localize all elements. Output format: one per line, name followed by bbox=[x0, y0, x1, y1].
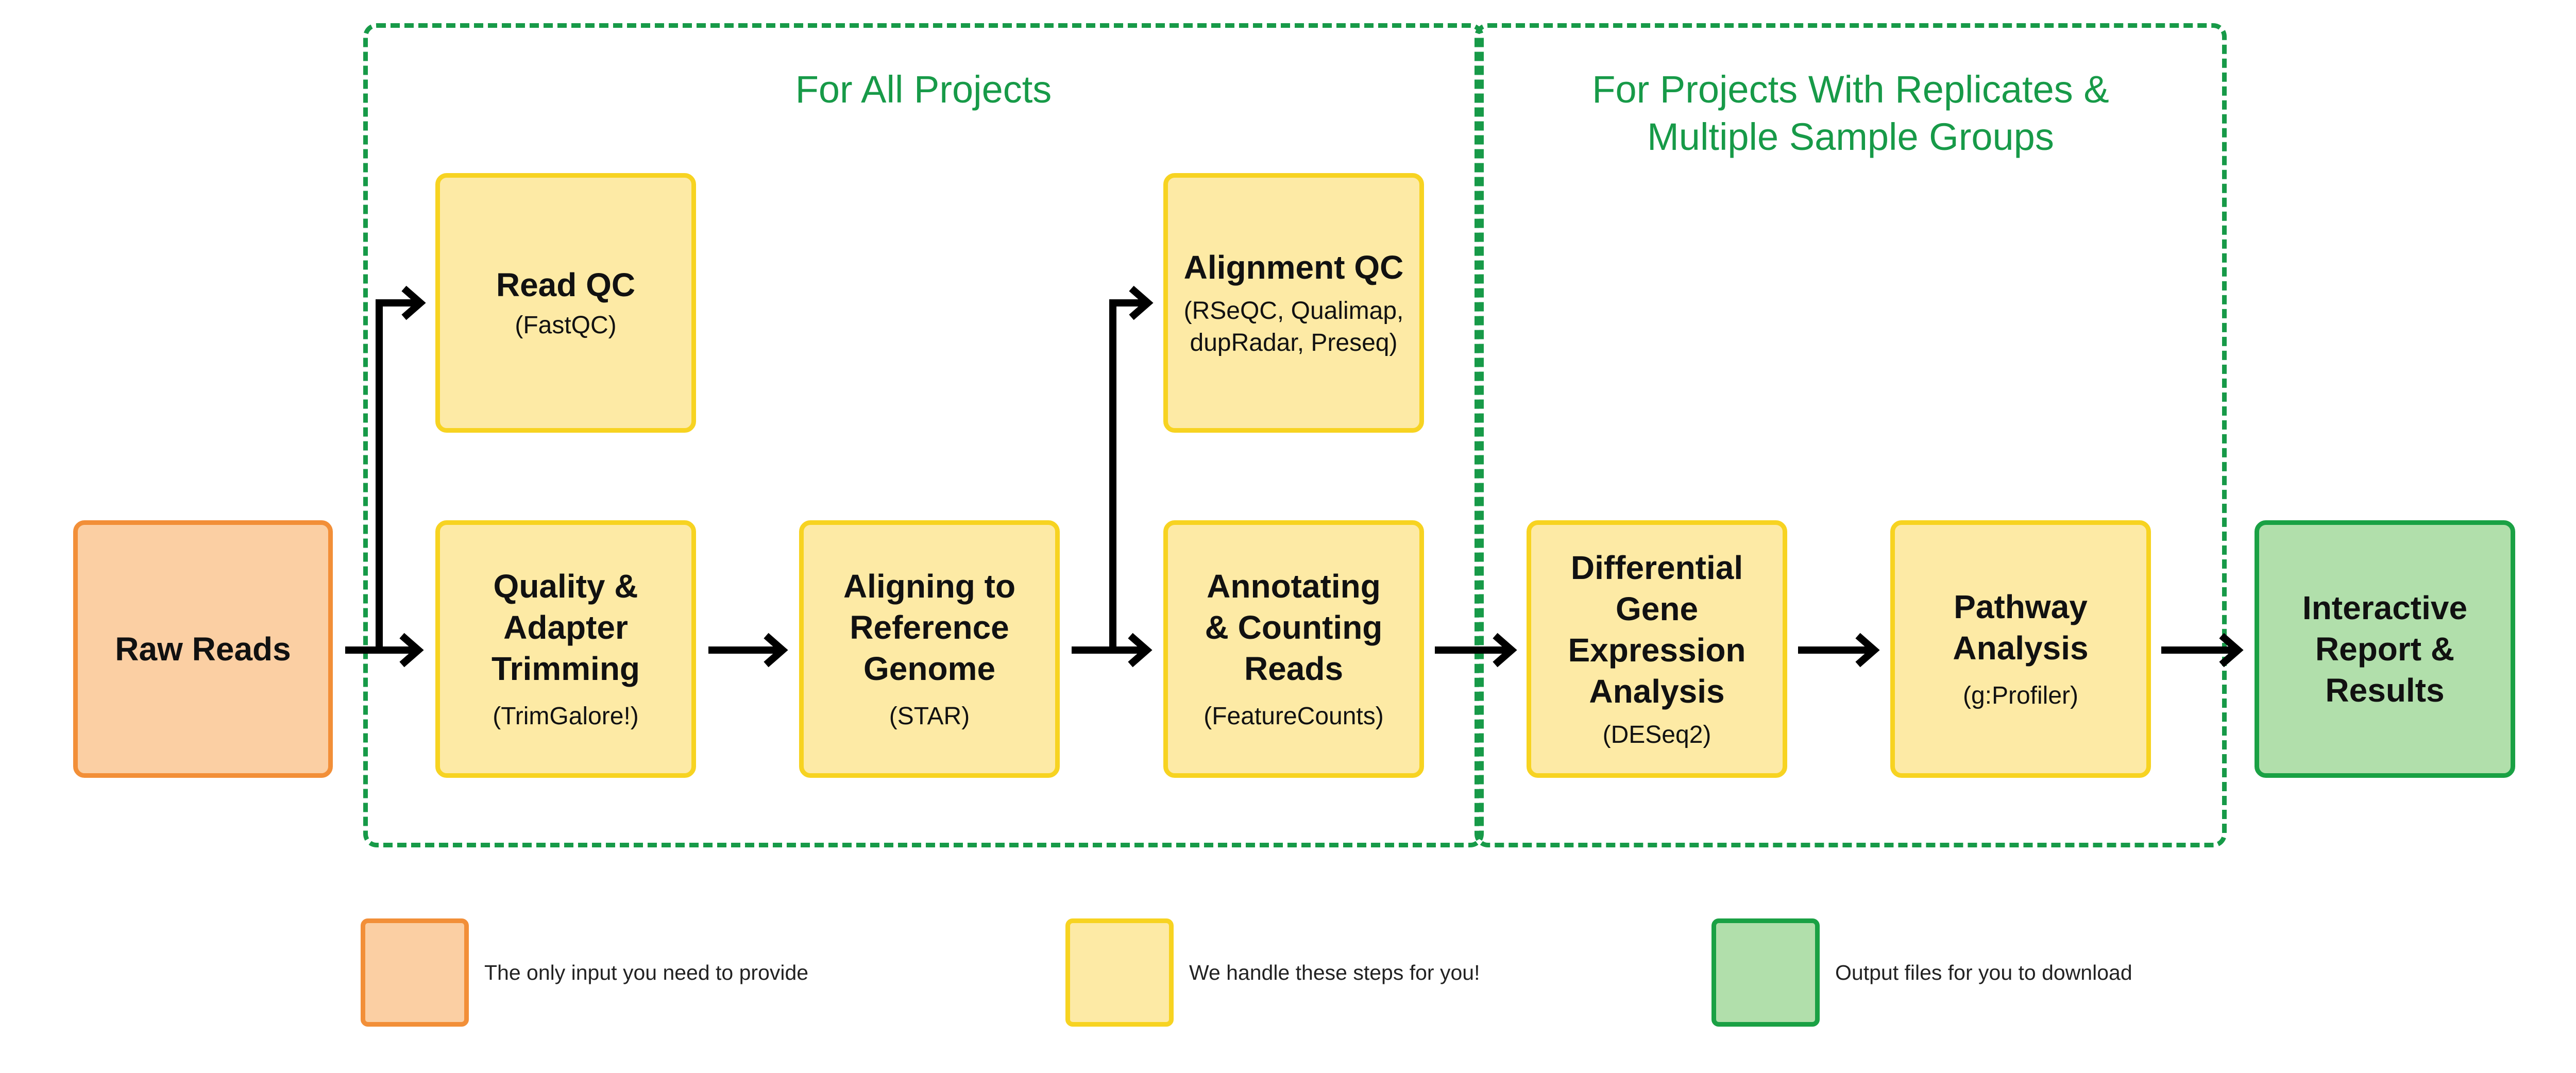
node-read-qc-tool: (FastQC) bbox=[515, 312, 617, 339]
region-all-projects-title: For All Projects bbox=[795, 68, 1052, 111]
legend-steps-swatch bbox=[1065, 918, 1174, 1027]
legend-output-swatch bbox=[1711, 918, 1820, 1027]
node-alignment-qc-title: Alignment QC bbox=[1183, 249, 1404, 286]
arrowhead-raw-to-trimming bbox=[399, 633, 424, 668]
node-trimming-title: Quality & Adapter Trimming bbox=[491, 568, 640, 687]
node-annotating-tool: (FeatureCounts) bbox=[1204, 703, 1384, 730]
node-dge: Differential Gene Expression Analysis (D… bbox=[1527, 520, 1787, 778]
arrowhead-raw-to-readqc bbox=[401, 285, 426, 320]
node-aligning-title: Aligning to Reference Genome bbox=[843, 568, 1016, 687]
arrowhead-trimming-to-aligning bbox=[764, 633, 788, 668]
node-dge-tool: (DESeq2) bbox=[1602, 721, 1711, 748]
arrowhead-dge-to-pathway bbox=[1855, 633, 1880, 668]
node-alignment-qc-tools: (RSeQC, Qualimap, dupRadar, Preseq) bbox=[1183, 297, 1404, 356]
arrow-aligning-to-alignmentqc bbox=[1109, 299, 1146, 650]
node-trimming: Quality & Adapter Trimming (TrimGalore!) bbox=[435, 520, 696, 778]
node-pathway-title: Pathway Analysis bbox=[1953, 588, 2089, 667]
region-replicates bbox=[1475, 23, 2227, 847]
node-pathway-tool: (g:Profiler) bbox=[1962, 682, 2079, 709]
node-raw-reads-title: Raw Reads bbox=[115, 631, 291, 668]
node-pathway: Pathway Analysis (g:Profiler) bbox=[1890, 520, 2151, 778]
region-replicates-title: For Projects With Replicates & Multiple … bbox=[1592, 68, 2109, 158]
arrow-raw-to-readqc bbox=[376, 299, 418, 650]
node-aligning: Aligning to Reference Genome (STAR) bbox=[799, 520, 1060, 778]
node-alignment-qc: Alignment QC (RSeQC, Qualimap, dupRadar,… bbox=[1163, 173, 1424, 433]
node-trimming-tool: (TrimGalore!) bbox=[493, 703, 639, 730]
node-raw-reads: Raw Reads bbox=[73, 520, 333, 778]
arrowhead-annotating-to-dge bbox=[1493, 633, 1517, 668]
region-all-projects bbox=[363, 23, 1484, 847]
legend-input-label: The only input you need to provide bbox=[484, 961, 809, 984]
arrowhead-pathway-to-report bbox=[2219, 633, 2244, 668]
node-annotating: Annotating & Counting Reads (FeatureCoun… bbox=[1163, 520, 1424, 778]
legend-steps-label: We handle these steps for you! bbox=[1189, 961, 1480, 984]
legend-output-label: Output files for you to download bbox=[1835, 961, 2132, 984]
node-report-title: Interactive Report & Results bbox=[2302, 589, 2468, 709]
node-report: Interactive Report & Results bbox=[2255, 520, 2515, 778]
node-annotating-title: Annotating & Counting Reads bbox=[1205, 568, 1383, 687]
legend-input-swatch bbox=[361, 918, 469, 1027]
node-read-qc: Read QC (FastQC) bbox=[435, 173, 696, 433]
arrowhead-aligning-to-annotating bbox=[1128, 633, 1153, 668]
node-dge-title: Differential Gene Expression Analysis bbox=[1568, 549, 1746, 710]
arrowhead-aligning-to-alignmentqc bbox=[1129, 285, 1154, 320]
node-aligning-tool: (STAR) bbox=[889, 703, 970, 730]
node-read-qc-title: Read QC bbox=[496, 266, 636, 303]
